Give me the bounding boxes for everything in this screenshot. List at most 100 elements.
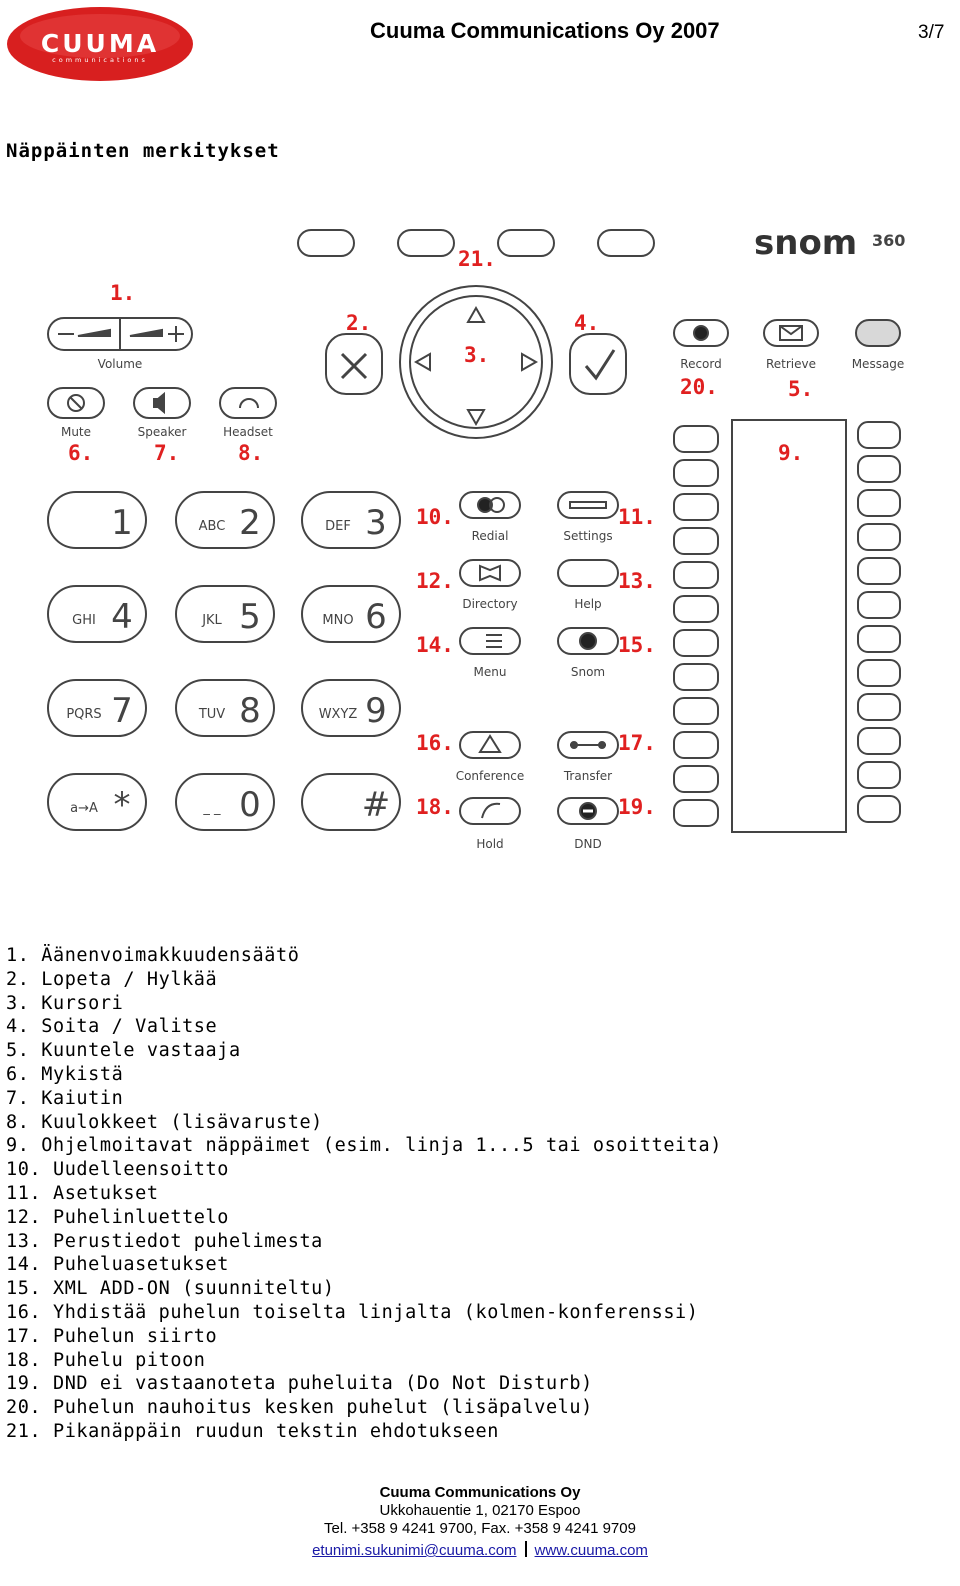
volume-label: Volume <box>98 357 143 371</box>
footer-company: Cuuma Communications Oy <box>379 1484 581 1501</box>
legend-item: 17. Puhelun siirto <box>6 1325 218 1347</box>
line-key-right-12 <box>857 795 901 823</box>
line-key-left-1 <box>673 425 719 453</box>
legend-item: 15. XML ADD-ON (suunniteltu) <box>6 1278 335 1300</box>
record-label: Record <box>680 357 721 371</box>
dialpad-digit: 2 <box>239 503 261 543</box>
legend-item: 7. Kaiutin <box>6 1087 124 1109</box>
marker-17: 17. <box>618 731 656 755</box>
ok-key <box>569 333 627 395</box>
dialpad-key-9: WXYZ 9 <box>301 679 401 737</box>
dialpad-letters: _ _ <box>202 801 221 816</box>
directory-key <box>459 559 521 587</box>
legend-item: 14. Puheluasetukset <box>6 1254 230 1276</box>
headset-key <box>219 387 277 419</box>
dialpad-key-12: # <box>301 773 401 831</box>
line-key-right-11 <box>857 761 901 789</box>
marker-21: 21. <box>458 247 496 271</box>
line-key-right-8 <box>857 659 901 687</box>
line-key-right-4 <box>857 523 901 551</box>
dialpad-digit: 6 <box>365 597 387 637</box>
menu-label: Menu <box>474 665 507 679</box>
dialpad-letters: a→A <box>70 801 98 816</box>
line-key-right-1 <box>857 421 901 449</box>
dialpad-digit: 3 <box>365 503 387 543</box>
redial-key <box>459 491 521 519</box>
legend-item: 11. Asetukset <box>6 1182 159 1204</box>
legend-item: 2. Lopeta / Hylkää <box>6 968 218 990</box>
dialpad-digit: * <box>114 785 131 825</box>
legend-item: 19. DND ei vastaanoteta puheluita (Do No… <box>6 1373 593 1395</box>
top-key-4 <box>597 229 655 257</box>
legend-item: 21. Pikanäppäin ruudun tekstin ehdotukse… <box>6 1420 499 1442</box>
marker-2: 2. <box>346 311 371 335</box>
line-key-left-12 <box>673 799 719 827</box>
line-key-left-6 <box>673 595 719 623</box>
headset-label: Headset <box>223 425 273 439</box>
line-key-left-11 <box>673 765 719 793</box>
footer-phone: Tel. +358 9 4241 9700, Fax. +358 9 4241 … <box>324 1520 636 1537</box>
snom-brand: snom <box>754 223 857 263</box>
legend-item: 18. Puhelu pitoon <box>6 1349 206 1371</box>
snom-label: Snom <box>571 665 605 679</box>
footer-separator <box>524 1541 527 1557</box>
legend-item: 13. Perustiedot puhelimesta <box>6 1230 323 1252</box>
legend-item: 6. Mykistä <box>6 1063 124 1085</box>
marker-6: 6. <box>68 441 93 465</box>
hold-key <box>459 797 521 825</box>
line-key-right-10 <box>857 727 901 755</box>
dialpad-letters: GHI <box>72 613 96 628</box>
help-key <box>557 559 619 587</box>
marker-10: 10. <box>416 505 454 529</box>
dialpad-digit: 9 <box>365 691 387 731</box>
marker-3: 3. <box>464 343 489 367</box>
legend-item: 5. Kuuntele vastaaja <box>6 1040 241 1062</box>
page-footer: Cuuma Communications Oy Ukkohauentie 1, … <box>0 1484 960 1560</box>
section-heading: Näppäinten merkitykset <box>6 140 280 162</box>
marker-4: 4. <box>574 311 599 335</box>
marker-8: 8. <box>238 441 263 465</box>
line-key-right-6 <box>857 591 901 619</box>
marker-5: 5. <box>788 377 813 401</box>
dialpad-key-1: 1 <box>47 491 147 549</box>
line-key-left-10 <box>673 731 719 759</box>
conference-key <box>459 731 521 759</box>
dialpad-letters: WXYZ <box>319 707 358 722</box>
model-number: 360 <box>872 231 905 250</box>
marker-9: 9. <box>778 441 803 465</box>
dialpad-digit: 8 <box>239 691 261 731</box>
dialpad-key-11: _ _0 <box>175 773 275 831</box>
marker-13: 13. <box>618 569 656 593</box>
record-key <box>673 319 729 347</box>
marker-14: 14. <box>416 633 454 657</box>
help-label: Help <box>574 597 601 611</box>
navigation-ring <box>399 285 553 439</box>
line-key-left-7 <box>673 629 719 657</box>
transfer-label: Transfer <box>563 769 612 783</box>
footer-email-link[interactable]: etunimi.sukunimi@cuuma.com <box>312 1542 517 1559</box>
mute-key <box>47 387 105 419</box>
line-key-label-panel <box>731 419 847 833</box>
message-led <box>855 319 901 347</box>
legend-item: 12. Puhelinluettelo <box>6 1206 230 1228</box>
marker-15: 15. <box>618 633 656 657</box>
footer-web-link[interactable]: www.cuuma.com <box>534 1542 648 1559</box>
conference-label: Conference <box>456 769 525 783</box>
dialpad-letters: DEF <box>325 519 351 534</box>
transfer-key <box>557 731 619 759</box>
legend-item: 16. Yhdistää puhelun toiselta linjalta (… <box>6 1301 699 1323</box>
marker-12: 12. <box>416 569 454 593</box>
marker-1: 1. <box>110 281 135 305</box>
dialpad-digit: 7 <box>111 691 133 731</box>
cancel-key <box>325 333 383 395</box>
marker-11: 11. <box>618 505 656 529</box>
line-key-right-9 <box>857 693 901 721</box>
legend-item: 8. Kuulokkeet (lisävaruste) <box>6 1111 323 1133</box>
line-key-left-3 <box>673 493 719 521</box>
